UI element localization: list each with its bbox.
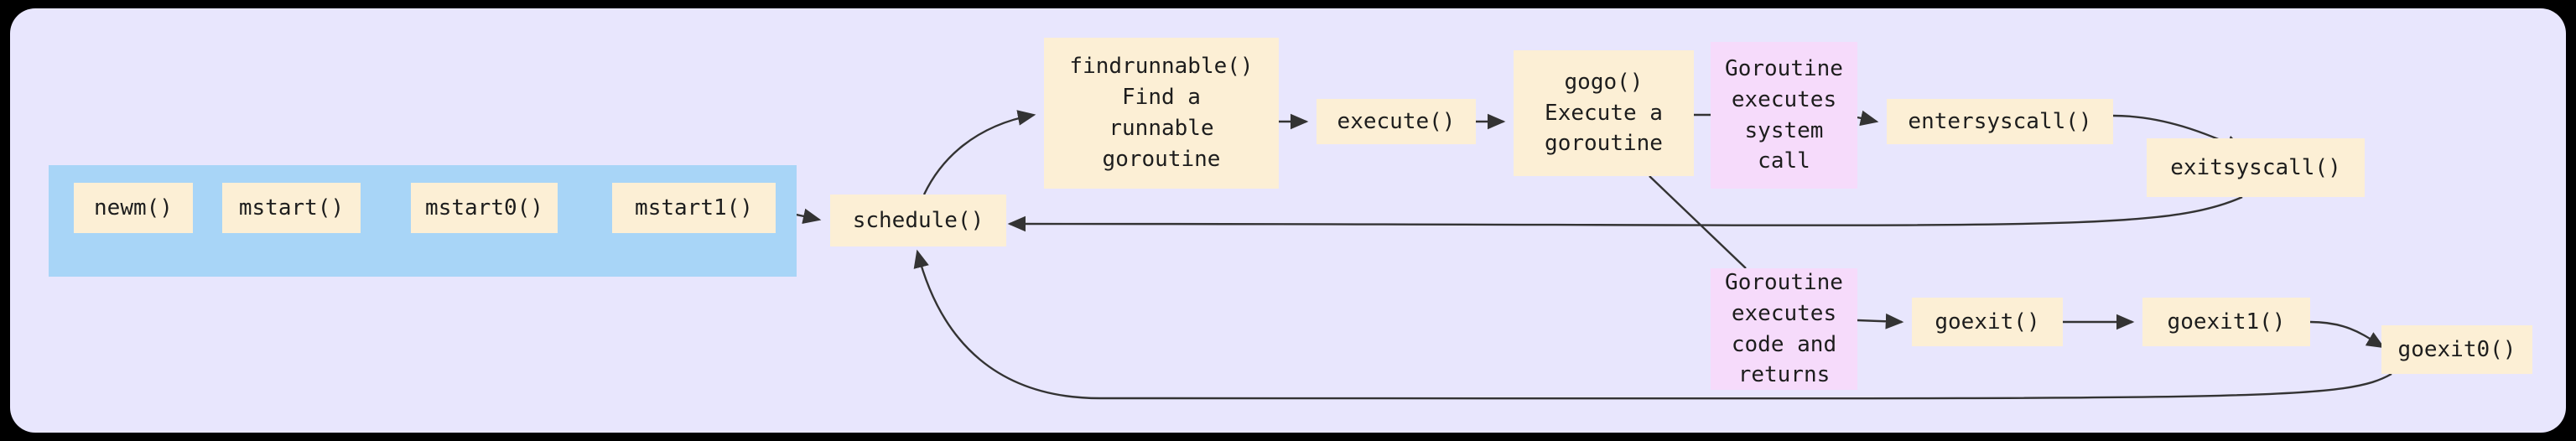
node-entersyscall[interactable]: entersyscall() — [1887, 99, 2113, 144]
node-mstart[interactable]: mstart() — [222, 183, 361, 233]
node-goroutine-syscall[interactable]: Goroutine executes system call — [1711, 42, 1857, 189]
node-findrunnable[interactable]: findrunnable() Find a runnable goroutine — [1044, 38, 1279, 189]
node-mstart1[interactable]: mstart1() — [612, 183, 776, 233]
edge-goexit1-goexit0 — [2309, 320, 2386, 349]
edge-schedule-findrunnable — [922, 110, 1036, 195]
node-newm[interactable]: newm() — [74, 183, 193, 233]
node-mstart0[interactable]: mstart0() — [411, 183, 558, 233]
diagram-panel: newm() mstart() mstart0() mstart1() sche… — [10, 8, 2566, 433]
edge-gogo-returns — [1649, 175, 1747, 269]
node-goexit1[interactable]: goexit1() — [2142, 298, 2310, 346]
node-gogo[interactable]: gogo() Execute a goroutine — [1514, 50, 1694, 176]
node-goroutine-returns[interactable]: Goroutine executes code and returns — [1711, 268, 1857, 390]
edge-exitsyscall-schedule — [1007, 195, 2243, 232]
edge-returns-goexit — [1857, 313, 1904, 329]
edge-syscall-entersyscall — [1857, 110, 1879, 127]
node-exitsyscall[interactable]: exitsyscall() — [2147, 138, 2365, 197]
node-execute[interactable]: execute() — [1317, 99, 1476, 144]
node-goexit[interactable]: goexit() — [1912, 298, 2063, 346]
node-schedule[interactable]: schedule() — [830, 195, 1006, 246]
node-goexit0[interactable]: goexit0() — [2381, 325, 2532, 374]
